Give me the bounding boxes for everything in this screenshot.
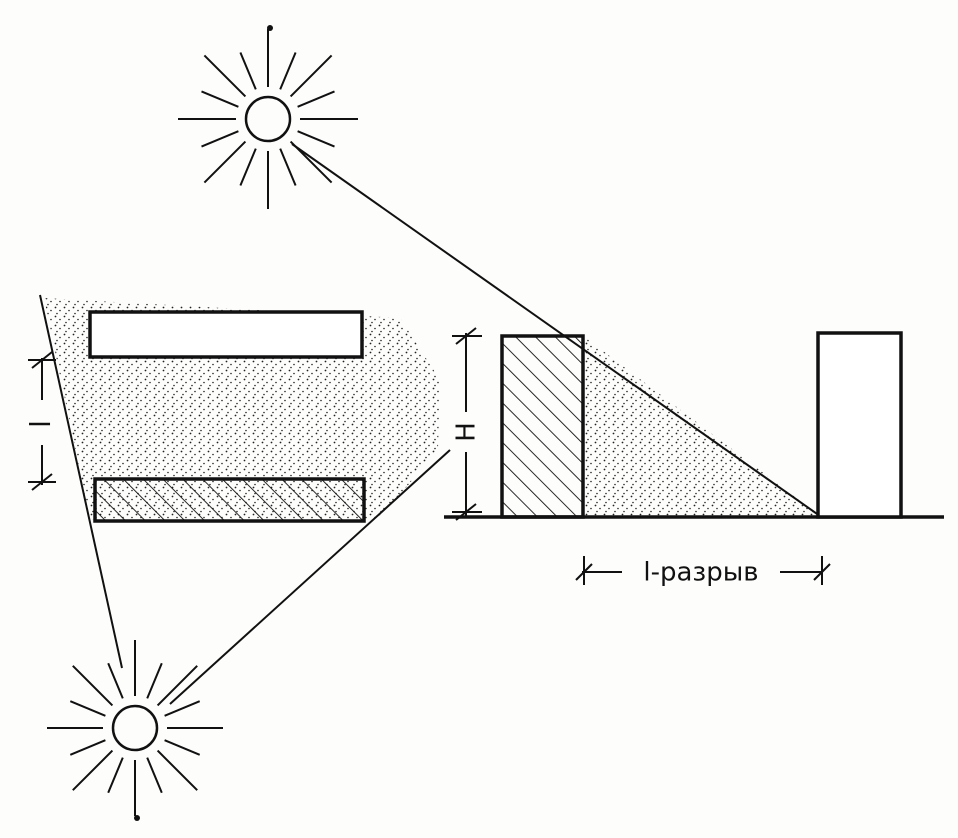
shading-building-plan: [93, 477, 366, 523]
sun-ray: [279, 52, 297, 90]
shaded-building-section: [816, 331, 903, 519]
sun-ray: [203, 140, 247, 184]
plan-distance-dimension: [28, 351, 56, 491]
sun-ray: [201, 130, 239, 148]
height-label: H: [452, 422, 482, 442]
shading-building-section: [500, 334, 585, 519]
sun-ray: [107, 662, 124, 699]
sun-ray: [69, 739, 106, 756]
sun-ray: [297, 130, 335, 148]
plan-sun-ray-right: [169, 449, 451, 705]
sun-ray: [239, 148, 257, 186]
section-view: H l-разрыв: [291, 143, 944, 588]
sun-icon: [178, 25, 358, 209]
sun-ray: [164, 739, 201, 756]
sun-ray: [297, 90, 335, 108]
sun-ray: [69, 700, 106, 717]
sun-ray: [156, 665, 198, 707]
sun-ray: [146, 662, 163, 699]
sun-icon: [47, 640, 223, 821]
section-sun-ray: [291, 143, 821, 517]
sun-ray: [203, 54, 247, 98]
section-shadow-area: [582, 335, 820, 516]
plan-distance-label: l: [24, 420, 57, 428]
plan-view: l: [24, 294, 451, 705]
sun-ray: [72, 749, 114, 791]
sun-ray: [164, 700, 201, 717]
gap-dimension: [575, 556, 831, 585]
plan-sun-ray-left: [39, 294, 123, 669]
sun-ray: [279, 148, 297, 186]
gap-label: l-разрыв: [643, 558, 758, 588]
sun-ray: [107, 757, 124, 794]
shaded-building-plan: [88, 310, 364, 359]
sun-ray: [289, 54, 333, 98]
sun-ray: [146, 757, 163, 794]
sun-ray: [239, 52, 257, 90]
sun-ray: [156, 749, 198, 791]
sun-ray: [201, 90, 239, 108]
sun-ray: [72, 665, 114, 707]
